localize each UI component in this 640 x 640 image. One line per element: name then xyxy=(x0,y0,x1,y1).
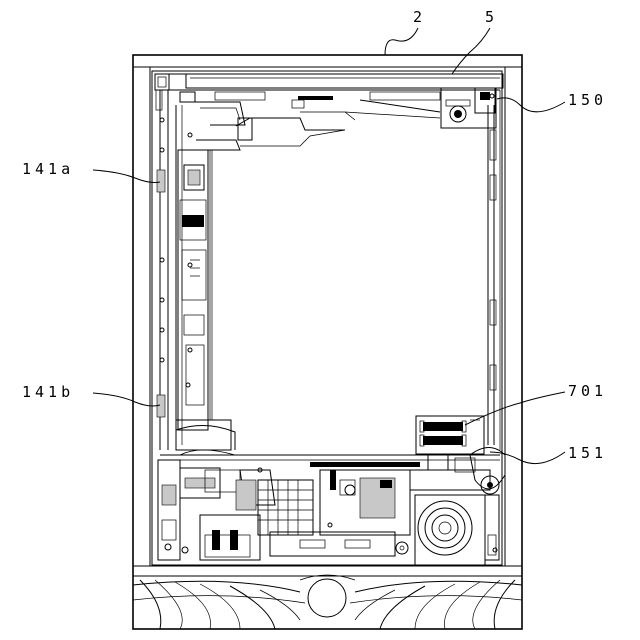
label-2: 2 xyxy=(413,8,426,26)
right-column xyxy=(441,88,500,450)
label-5: 5 xyxy=(485,8,498,26)
grid-panel xyxy=(258,480,313,535)
left-column xyxy=(156,90,235,450)
label-150: 150 xyxy=(568,91,607,109)
mid-rails xyxy=(210,150,212,420)
label-141b: 141b xyxy=(22,383,74,401)
label-151: 151 xyxy=(568,444,607,462)
decorative-base xyxy=(133,575,522,629)
label-701: 701 xyxy=(568,382,607,400)
outer-cabinet xyxy=(133,55,522,629)
inner-frame xyxy=(152,71,503,565)
connector-board xyxy=(416,416,484,454)
label-141a: 141a xyxy=(22,160,74,178)
bottom-mechanism xyxy=(158,448,505,566)
top-rail xyxy=(180,92,440,150)
